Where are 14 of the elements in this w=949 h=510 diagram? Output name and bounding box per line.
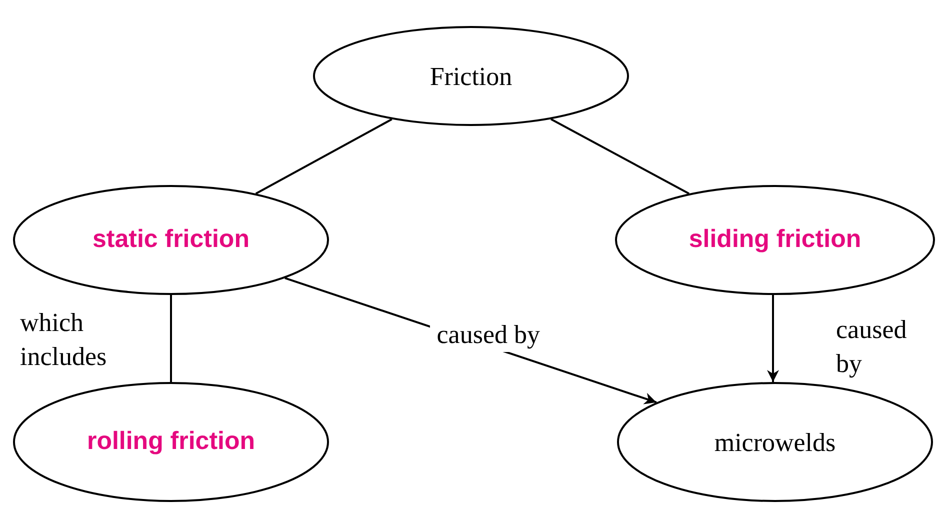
connector-line [255, 118, 392, 194]
ellipse-node [617, 382, 933, 502]
node-label: rolling friction [86, 426, 256, 458]
ellipse-node [615, 185, 935, 295]
ellipse-node [13, 185, 329, 295]
node-label: sliding friction [688, 224, 862, 256]
connector-line [550, 118, 690, 194]
ellipse-node [13, 382, 329, 502]
node-label: static friction [92, 224, 250, 256]
node-label: microwelds [714, 426, 836, 458]
connector-line [170, 295, 172, 382]
ellipse-node [313, 26, 629, 126]
arrow [767, 295, 779, 382]
node-label: Friction [430, 60, 512, 92]
